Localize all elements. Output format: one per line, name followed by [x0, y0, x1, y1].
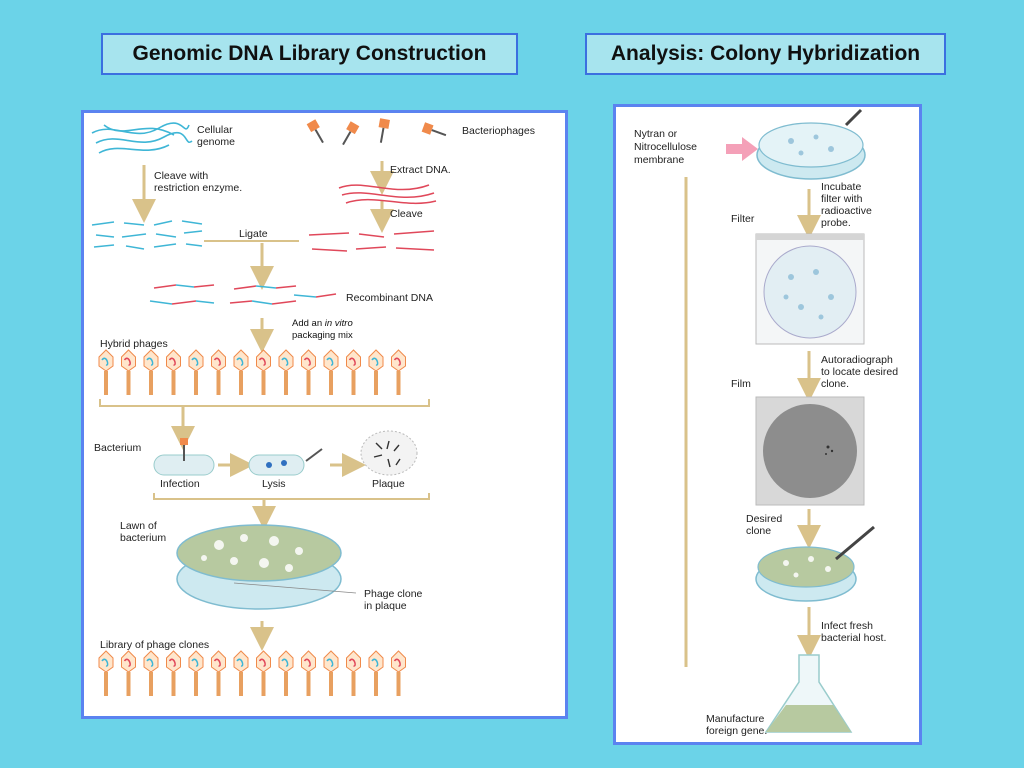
desired-clone-label-2: clone	[746, 525, 771, 537]
cleave-with-label-2: restriction enzyme.	[154, 182, 242, 194]
phage-icon	[188, 349, 204, 395]
phage-icon	[143, 349, 159, 395]
incubate-label-4: probe.	[821, 217, 851, 229]
cleave-label: Cleave	[390, 208, 423, 220]
phage-icon	[121, 349, 136, 395]
phage-icon	[368, 349, 384, 395]
manufacture-label-2: foreign gene.	[706, 725, 767, 737]
phage-icon	[368, 650, 384, 696]
film-label: Film	[731, 378, 751, 390]
film-sheet	[755, 396, 865, 506]
lysis-cell	[248, 448, 323, 476]
phage-icon	[323, 650, 339, 696]
phage-icon	[166, 349, 181, 395]
membrane-petri-dish	[756, 108, 866, 180]
phage-fragments	[308, 230, 435, 252]
phage-icon	[256, 349, 271, 395]
phage-icon	[143, 650, 159, 696]
membrane-label-1: Nytran or	[634, 128, 678, 140]
phage-icon	[211, 650, 226, 696]
flask-icon	[764, 654, 853, 733]
phage-icon	[256, 650, 271, 696]
cellular-genome-dna	[91, 122, 193, 154]
autoradiograph-label-2: to locate desired	[821, 366, 898, 378]
infect-label-2: bacterial host.	[821, 632, 886, 644]
incubate-label-3: radioactive	[821, 205, 872, 217]
colony-hybridization-diagram: Nytran or Nitrocellulose membrane Incuba…	[613, 104, 922, 745]
phage-icon	[278, 349, 294, 395]
phage-icon	[166, 650, 181, 696]
ligate-label: Ligate	[239, 228, 268, 240]
membrane-label-2: Nitrocellulose	[634, 141, 697, 153]
pink-arrow-icon	[726, 137, 758, 161]
phage-clone-label-2: in plaque	[364, 600, 407, 612]
phage-icon	[121, 650, 136, 696]
petri-dish-lawn	[176, 524, 342, 610]
membrane-label-3: membrane	[634, 154, 684, 166]
cellular-genome-label-1: Cellular	[197, 124, 233, 136]
filter-sheet	[755, 233, 865, 345]
phage-icon	[233, 349, 249, 395]
cellular-genome-label-2: genome	[197, 136, 235, 148]
lysis-label: Lysis	[262, 478, 286, 490]
phage-icon	[323, 349, 339, 395]
autoradiograph-label-1: Autoradiograph	[821, 354, 893, 366]
title-colony-hybridization: Analysis: Colony Hybridization	[585, 33, 946, 75]
library-phage-row	[98, 650, 406, 696]
phage-icon	[346, 349, 361, 395]
phage-icon	[391, 349, 406, 395]
incubate-label-1: Incubate	[821, 181, 861, 193]
cleave-with-label-1: Cleave with	[154, 170, 208, 182]
desired-clone-label-1: Desired	[746, 513, 782, 525]
infect-label-1: Infect fresh	[821, 620, 873, 632]
genomic-library-diagram: Cellular genome Bacteriophages Cleave wi…	[81, 110, 568, 719]
phage-icon	[301, 650, 316, 696]
hybrid-phage-row	[98, 349, 406, 395]
extract-dna-label: Extract DNA.	[390, 164, 451, 176]
phage-dna	[338, 184, 437, 205]
phage-icon	[301, 349, 316, 395]
recombinant-dna-label: Recombinant DNA	[346, 292, 433, 304]
phage-icon	[98, 349, 114, 395]
incubate-label-2: filter with	[821, 193, 863, 205]
phage-icon	[188, 650, 204, 696]
filter-label: Filter	[731, 213, 755, 225]
title-genomic-library: Genomic DNA Library Construction	[101, 33, 518, 75]
lawn-label-1: Lawn of	[120, 520, 157, 532]
phage-icon	[98, 650, 114, 696]
phage-clone-label-1: Phage clone	[364, 588, 423, 600]
plaque-cluster	[360, 430, 418, 476]
add-in-vitro-label: Add an in vitro	[292, 318, 353, 329]
bacteriophage-icons	[306, 118, 447, 146]
recombinant-dna	[149, 284, 337, 305]
phage-icon	[346, 650, 361, 696]
bacterium-label: Bacterium	[94, 442, 142, 454]
hybrid-phages-label: Hybrid phages	[100, 338, 168, 350]
infection-label: Infection	[160, 478, 200, 490]
bacteriophages-label: Bacteriophages	[462, 125, 535, 137]
autoradiograph-label-3: clone.	[821, 378, 849, 390]
manufacture-label-1: Manufacture	[706, 713, 765, 725]
genome-fragments	[91, 220, 203, 250]
phage-icon	[233, 650, 249, 696]
plaque-label: Plaque	[372, 478, 405, 490]
infection-cell	[153, 438, 215, 476]
phage-icon	[391, 650, 406, 696]
lawn-label-2: bacterium	[120, 532, 166, 544]
phage-icon	[278, 650, 294, 696]
desired-clone-dish	[755, 525, 875, 602]
packaging-mix-label: packaging mix	[292, 330, 353, 341]
library-label: Library of phage clones	[100, 639, 209, 651]
phage-icon	[211, 349, 226, 395]
